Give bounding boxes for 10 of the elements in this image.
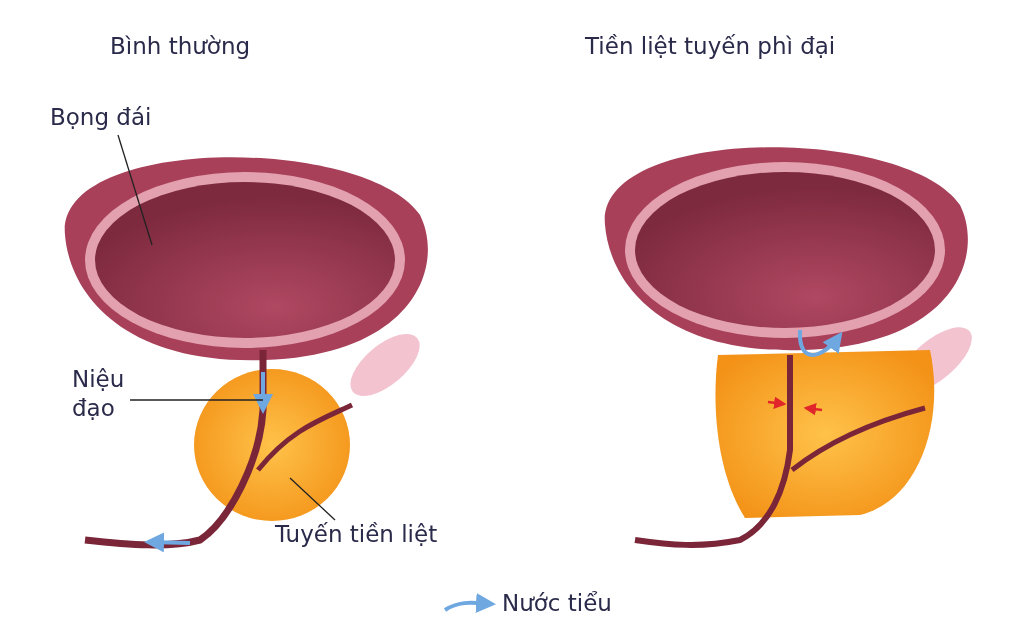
panel-title: Bình thường	[110, 32, 251, 61]
part-label: Niệu đạo	[72, 365, 125, 423]
leader-line	[129, 399, 264, 401]
leader-line	[289, 477, 336, 521]
bladder-drawing	[65, 157, 428, 360]
leader-line	[117, 134, 153, 246]
part-label: Bọng đái	[50, 103, 152, 132]
part-label: Tuyến tiền liệt	[275, 520, 438, 549]
panel-title: Tiền liệt tuyến phì đại	[585, 32, 836, 61]
legend-label: Nước tiểu	[502, 589, 612, 618]
